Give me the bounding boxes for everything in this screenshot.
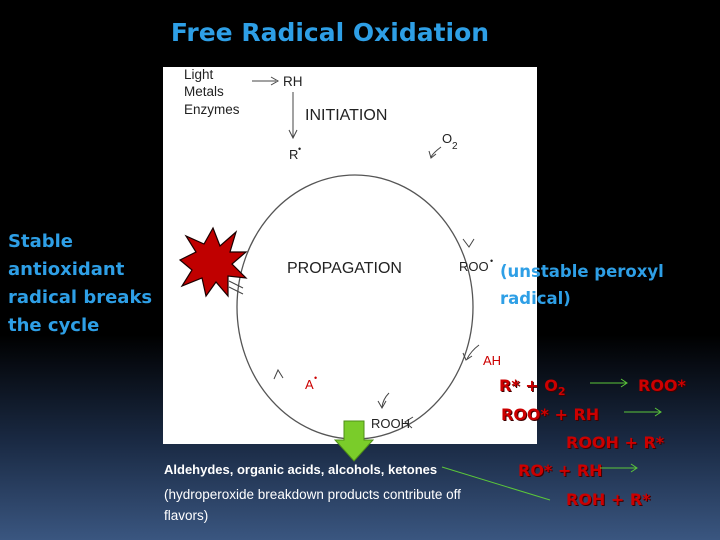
o2-label: O — [442, 131, 452, 146]
equation-2-arrow — [624, 407, 662, 417]
rooh-arrow — [381, 392, 390, 408]
rooh-label: ROOH — [371, 416, 410, 431]
initiator-metals: Metals — [184, 84, 224, 99]
right-note-line: radical) — [500, 289, 571, 308]
equation-2-right: ROOH + R* — [566, 433, 665, 452]
o2-arrow — [430, 146, 442, 158]
initiator-light: Light — [184, 67, 214, 82]
r-radical-dot: • — [298, 144, 301, 154]
right-note: (unstable peroxyl radical) — [500, 258, 715, 312]
left-note-line: the cycle — [8, 315, 100, 336]
a-radical-label: A — [305, 377, 314, 392]
products-subtitle: (hydroperoxide breakdown products contri… — [164, 487, 461, 523]
o2-arrowhead — [428, 150, 437, 159]
products-connector-line — [441, 466, 551, 501]
equation-3-arrow — [600, 463, 638, 473]
cycle-diagram-canvas: Light Metals Enzymes RH INITIATION R • O… — [184, 67, 501, 440]
left-note-line: radical breaks — [8, 287, 153, 308]
ah-arrowhead — [462, 352, 473, 361]
burst-star-icon — [178, 226, 248, 298]
propagation-label: PROPAGATION — [287, 260, 402, 277]
a-radical-dot: • — [314, 373, 317, 383]
cycle-break-mark — [228, 280, 244, 289]
cycle-ellipse — [236, 174, 474, 440]
ah-label: AH — [483, 353, 501, 368]
initiation-label: INITIATION — [305, 107, 387, 124]
rh-down-arrowhead — [288, 129, 298, 140]
r-radical-label: R — [289, 147, 298, 162]
roo-dot: • — [490, 256, 493, 266]
initiator-arrowhead — [270, 76, 280, 86]
products-title: Aldehydes, organic acids, alcohols, keto… — [164, 462, 438, 477]
equation-1-right: ROO* — [638, 376, 686, 395]
left-note-line: Stable — [8, 231, 73, 252]
rh-label: RH — [283, 74, 303, 89]
roo-label: ROO — [459, 259, 489, 274]
equation-3-right: ROH + R* — [566, 490, 651, 509]
right-note-line: (unstable peroxyl — [500, 262, 664, 281]
left-note: Stable antioxidant radical breaks the cy… — [8, 228, 158, 340]
o2-subscript: 2 — [452, 141, 458, 152]
left-note-line: antioxidant — [8, 259, 125, 280]
initiator-enzymes: Enzymes — [184, 102, 240, 117]
cycle-arrowhead-bottom — [404, 416, 414, 429]
down-arrow-icon — [334, 420, 374, 462]
equation-1-arrow — [590, 378, 628, 388]
slide-title: Free Radical Oxidation — [170, 18, 490, 47]
equation-3-left: RO* + RH — [518, 461, 603, 480]
equation-2-left: ROO* + RH — [501, 405, 600, 424]
ah-arrow — [466, 344, 480, 360]
cycle-arrowhead-left — [273, 368, 284, 380]
rooh-arrowhead — [377, 400, 387, 410]
cycle-break-mark — [228, 286, 244, 295]
equation-1-left: R* + O2 — [499, 376, 566, 399]
cycle-arrowhead-right — [462, 238, 475, 248]
